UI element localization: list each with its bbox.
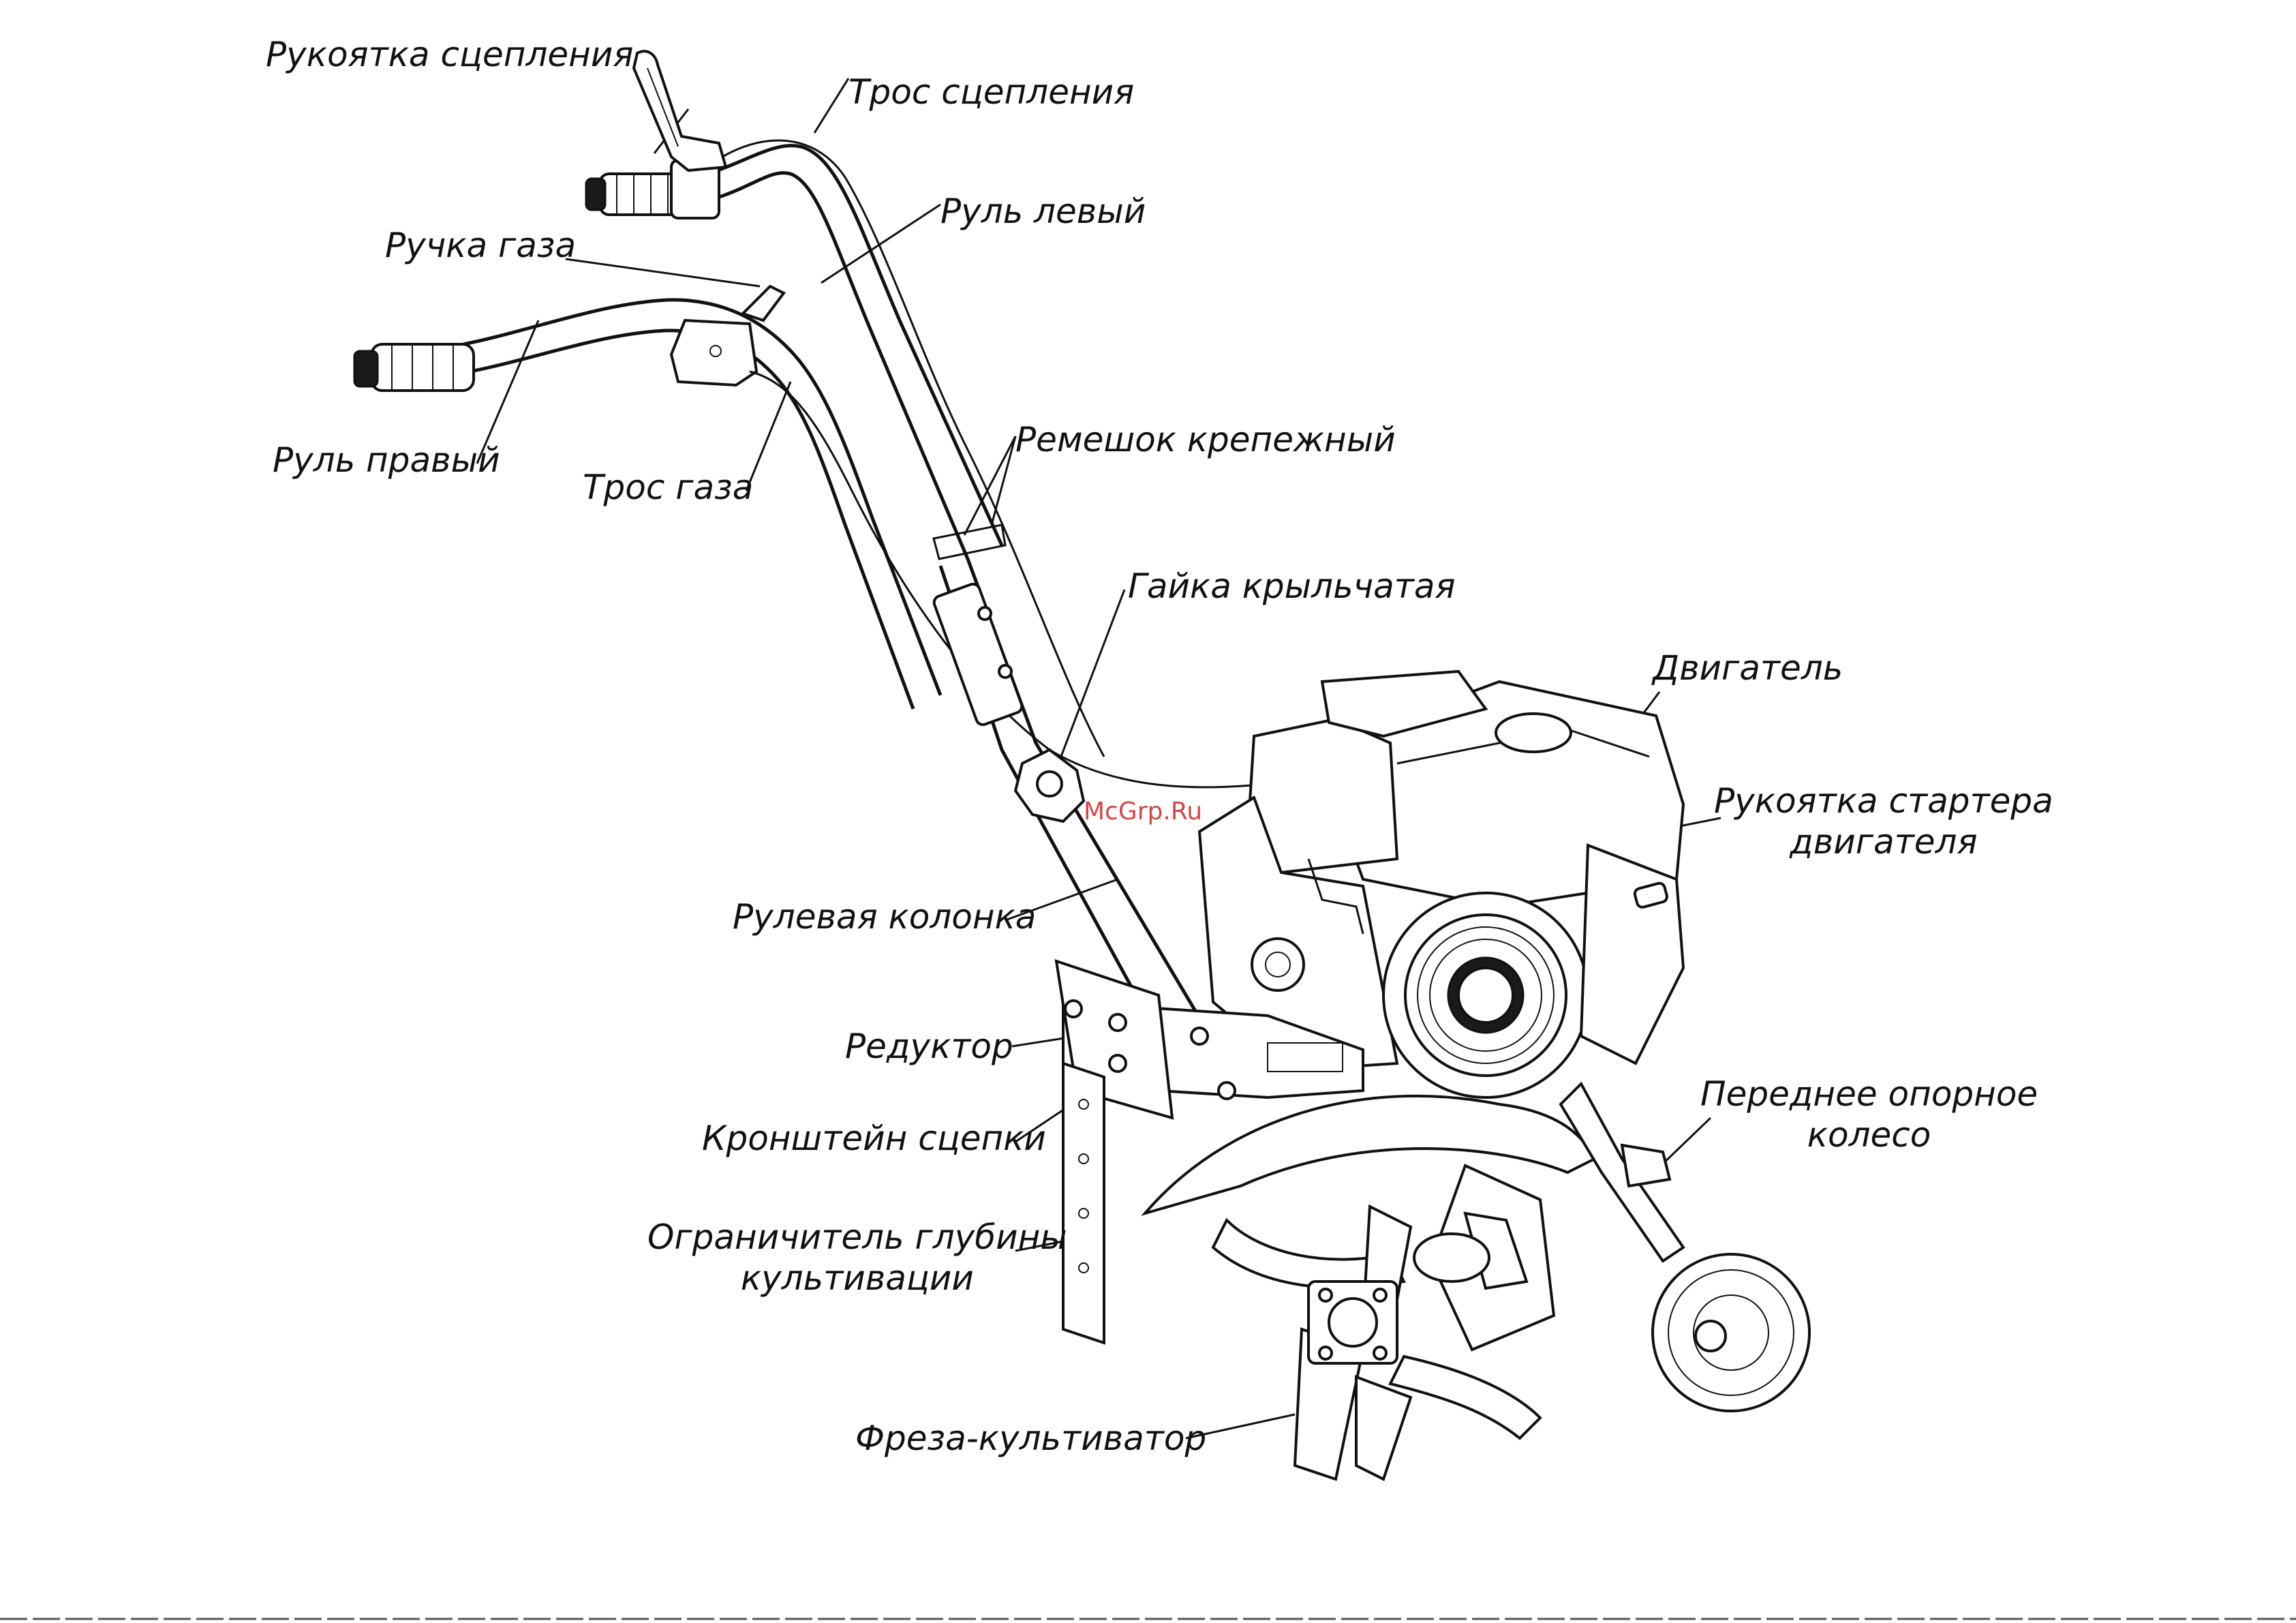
label-starter-handle: Рукоятка стартера двигателя: [1714, 780, 2053, 862]
left-grip: [600, 174, 682, 215]
right-grip-cap: [354, 351, 378, 386]
label-wing-nut: Гайка крыльчатая: [1128, 566, 1456, 607]
label-front-wheel-line1: Переднее опорное: [1700, 1074, 2038, 1114]
fuel-cap: [1496, 714, 1571, 752]
label-throttle-cable: Трос газа: [583, 467, 753, 508]
engine-side: [1581, 845, 1683, 1063]
cutter-shaft: [1414, 1234, 1489, 1281]
label-throttle-handle: Ручка газа: [385, 225, 576, 266]
label-depth-limiter-line1: Ограничитель глубины: [647, 1217, 1067, 1258]
label-right-handlebar: Руль правый: [273, 440, 500, 481]
label-front-wheel: Переднее опорное колесо: [1700, 1074, 2038, 1155]
label-depth-limiter: Ограничитель глубины культивации: [647, 1217, 1067, 1299]
label-clutch-cable: Трос сцепления: [848, 72, 1134, 112]
column-clamp: [932, 582, 1024, 727]
tiller-cutters: [1213, 1166, 1554, 1479]
label-starter-handle-line2: двигателя: [1714, 821, 2053, 862]
front-wheel: [1653, 1254, 1809, 1411]
wheel-axle: [1696, 1321, 1726, 1351]
wing-nut: [1015, 750, 1084, 821]
label-fastening-strap: Ремешок крепежный: [1015, 419, 1396, 460]
gearbox-hub: [1252, 939, 1304, 990]
leader-clutch-cable: [814, 78, 848, 133]
label-gearbox: Редуктор: [845, 1026, 1013, 1067]
label-steering-column: Рулевая колонка: [733, 896, 1036, 937]
leader-strap-2: [992, 436, 1015, 525]
right-grip: [371, 344, 474, 391]
left-grip-cap: [586, 179, 605, 210]
leader-throttle-handle: [566, 259, 760, 286]
label-depth-limiter-line2: культивации: [647, 1258, 1067, 1299]
label-left-handlebar: Руль левый: [940, 191, 1146, 232]
label-tiller-cutter: Фреза-культиватор: [855, 1418, 1206, 1459]
label-engine: Двигатель: [1653, 648, 1843, 688]
label-clutch-handle: Рукоятка сцепления: [266, 34, 633, 75]
clutch-lever: [634, 51, 726, 170]
throttle-lever: [743, 286, 784, 320]
depth-limiter: [1063, 1063, 1104, 1343]
throttle-housing: [671, 320, 756, 385]
label-hitch-bracket: Кронштейн сцепки: [702, 1118, 1046, 1159]
label-front-wheel-line2: колесо: [1700, 1114, 2038, 1155]
watermark: McGrp.Ru: [1084, 798, 1202, 825]
label-starter-handle-line1: Рукоятка стартера: [1714, 780, 2053, 821]
